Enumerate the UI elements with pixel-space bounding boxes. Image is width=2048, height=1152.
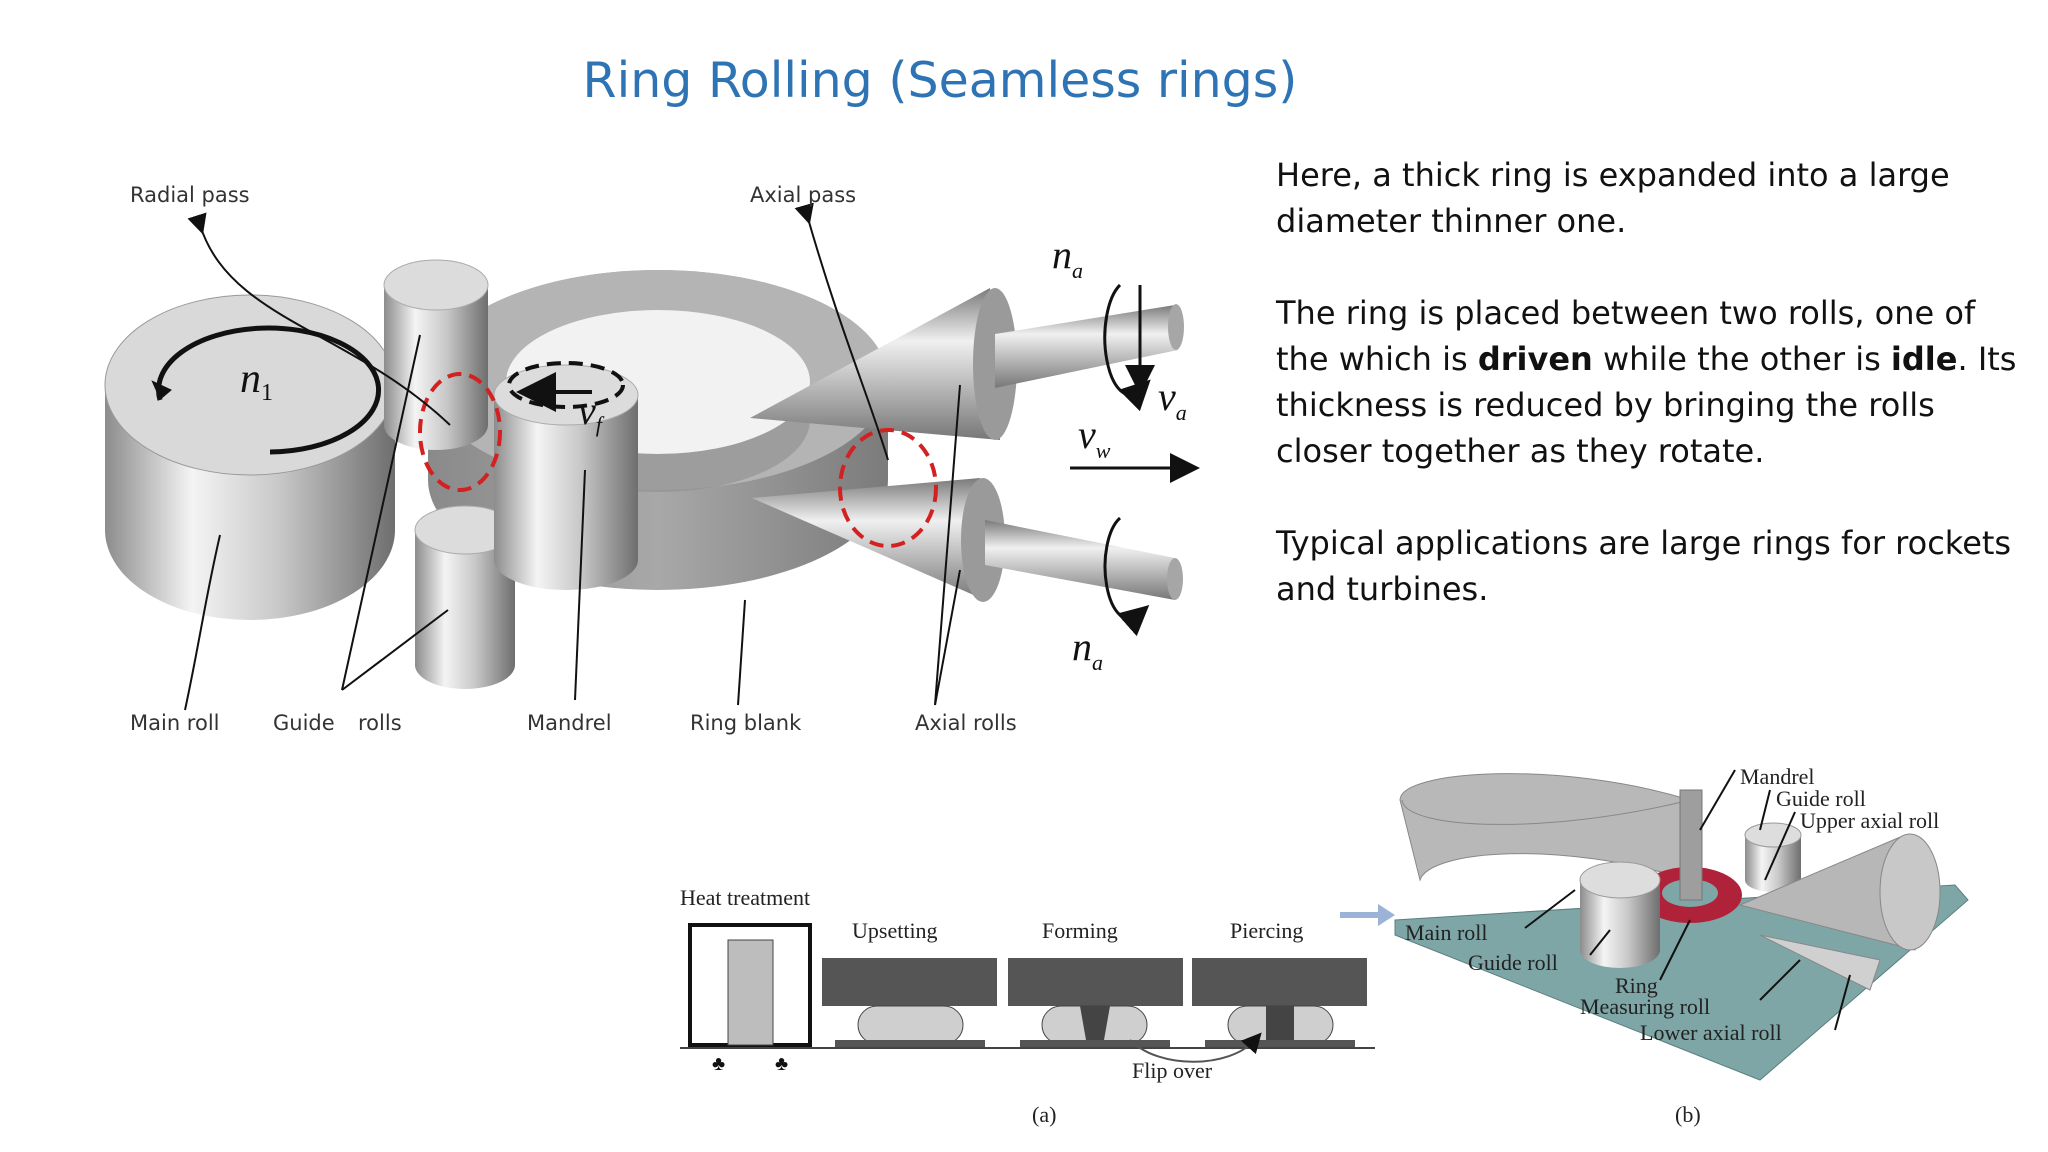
radial-pass-highlight bbox=[418, 372, 502, 492]
mill-label-guide-roll: Guide roll bbox=[1776, 786, 1866, 811]
label-forming: Forming bbox=[1042, 918, 1118, 943]
leader-lines bbox=[184, 202, 961, 711]
axial-pass-highlight bbox=[838, 428, 938, 548]
body-text: Here, a thick ring is expanded into a la… bbox=[1276, 152, 2036, 658]
flame-icon-left: ♣ bbox=[712, 1053, 725, 1075]
mill-label-upper-axial-roll: Upper axial roll bbox=[1800, 808, 1939, 833]
upper-axial-roll bbox=[750, 288, 1184, 440]
p2-text-a: The ring is placed between two rolls, on… bbox=[1276, 294, 1976, 378]
label-mandrel: Mandrel bbox=[527, 711, 612, 735]
mill-label-lower-axial-roll: Lower axial roll bbox=[1640, 1020, 1782, 1045]
label-upsetting: Upsetting bbox=[852, 918, 938, 943]
process-diagram: Heat treatment ♣ ♣ Upsetting Forming Pie… bbox=[680, 885, 1375, 1127]
symbol-va: va bbox=[1158, 374, 1187, 425]
mill-main-roll bbox=[1580, 880, 1660, 968]
label-guide: Guide bbox=[273, 711, 335, 735]
paragraph-2: The ring is placed between two rolls, on… bbox=[1276, 290, 2036, 474]
mill-label-measuring-roll: Measuring roll bbox=[1580, 994, 1710, 1019]
label-rolls: rolls bbox=[358, 711, 402, 735]
label-axial-pass: Axial pass bbox=[750, 183, 856, 207]
ring-rolling-diagram: Radial pass Axial pass Main roll Guide r… bbox=[104, 183, 1200, 735]
flame-icon-right: ♣ bbox=[775, 1053, 788, 1075]
symbol-vw: vw bbox=[1078, 412, 1111, 463]
symbol-vf: vf bbox=[578, 388, 605, 437]
mill-label-ring: Ring bbox=[1615, 973, 1658, 998]
upper-guide-roll bbox=[383, 259, 489, 450]
label-main-roll: Main roll bbox=[130, 711, 220, 735]
forming-die bbox=[1008, 958, 1183, 1006]
upsetting-die bbox=[822, 958, 997, 1006]
p2-text-b: while the other is bbox=[1592, 340, 1891, 378]
symbol-na-bottom: na bbox=[1072, 624, 1103, 675]
mill-label-guide-roll-2: Guide roll bbox=[1468, 950, 1558, 975]
p2-text-c: . Its thickness is reduced by bringing t… bbox=[1276, 340, 2017, 470]
label-piercing: Piercing bbox=[1230, 918, 1303, 943]
flip-arrow bbox=[1129, 1032, 1262, 1063]
transition-arrow bbox=[1340, 904, 1395, 926]
paragraph-3: Typical applications are large rings for… bbox=[1276, 524, 2012, 608]
p2-idle: idle bbox=[1890, 340, 1958, 378]
lower-axial-roll bbox=[752, 478, 1183, 602]
mill-mandrel bbox=[1679, 789, 1703, 901]
caption-a: (a) bbox=[1032, 1102, 1056, 1127]
lower-guide-roll bbox=[414, 505, 516, 689]
symbol-na-top: na bbox=[1052, 232, 1083, 283]
na-bottom-rotation-arrow bbox=[1103, 516, 1150, 637]
mill-label-mandrel: Mandrel bbox=[1740, 764, 1815, 789]
billet bbox=[727, 939, 774, 1046]
symbol-n1: n1 bbox=[240, 356, 273, 406]
caption-b: (b) bbox=[1675, 1102, 1701, 1127]
upsetting-workpiece bbox=[857, 1005, 964, 1045]
slide-title: Ring Rolling (Seamless rings) bbox=[582, 52, 1298, 109]
mill-label-main-roll: Main roll bbox=[1405, 920, 1488, 945]
ring-mill-diagram: Mandrel Guide roll Upper axial roll Main… bbox=[1394, 764, 1969, 1127]
main-roll bbox=[104, 294, 396, 620]
label-axial-rolls: Axial rolls bbox=[915, 711, 1017, 735]
label-flip-over: Flip over bbox=[1132, 1058, 1213, 1083]
label-ring-blank: Ring blank bbox=[690, 711, 802, 735]
p2-driven: driven bbox=[1477, 340, 1593, 378]
label-radial-pass: Radial pass bbox=[130, 183, 250, 207]
label-heat-treatment: Heat treatment bbox=[680, 885, 810, 910]
expanded-ring bbox=[1399, 773, 1691, 882]
paragraph-1: Here, a thick ring is expanded into a la… bbox=[1276, 156, 1950, 240]
mandrel bbox=[493, 361, 639, 590]
piercing-die bbox=[1192, 958, 1367, 1006]
